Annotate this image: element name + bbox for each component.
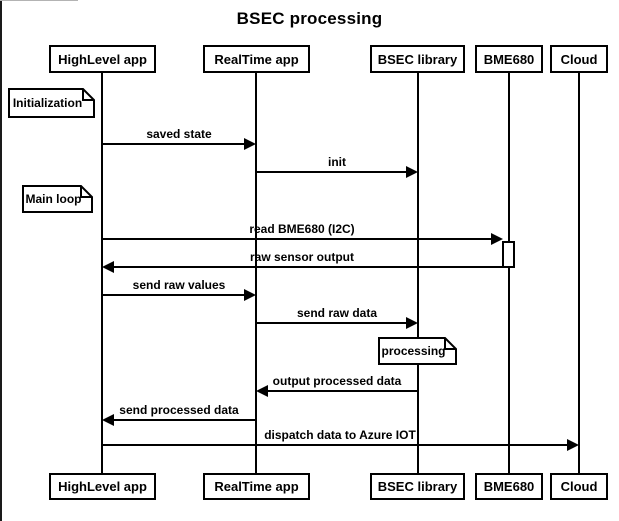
arrowhead-left-icon	[102, 414, 114, 426]
message-label: output processed data	[272, 374, 402, 388]
lifeline-bsec-library	[417, 73, 419, 473]
message-label: send processed data	[119, 403, 239, 417]
lifeline-bme680	[508, 73, 510, 473]
top-border-artifact	[0, 0, 78, 1]
activation-bar-bme680	[502, 241, 515, 268]
arrowhead-left-icon	[256, 385, 268, 397]
message-line	[104, 266, 503, 268]
note-shape	[22, 185, 93, 213]
participant-label: RealTime app	[214, 51, 299, 67]
message-line	[258, 390, 418, 392]
message-line	[102, 294, 254, 296]
participant-label: RealTime app	[214, 479, 299, 494]
note-label: processing	[381, 344, 446, 358]
message-line	[104, 419, 256, 421]
arrowhead-right-icon	[567, 439, 579, 451]
arrowhead-right-icon	[244, 289, 256, 301]
message-label: init	[328, 155, 346, 169]
participant-top-highlevel-app: HighLevel app	[49, 45, 156, 73]
arrowhead-right-icon	[244, 138, 256, 150]
lifeline-cloud	[578, 73, 580, 473]
arrowhead-right-icon	[406, 317, 418, 329]
diagram-title: BSEC processing	[236, 9, 383, 28]
participant-label: HighLevel app	[58, 479, 147, 494]
arrowhead-left-icon	[102, 261, 114, 273]
participant-label: Cloud	[560, 51, 598, 67]
lifeline-highlevel-app	[101, 73, 103, 473]
note-processing: processing	[378, 337, 457, 365]
participant-label: BSEC library	[377, 51, 458, 67]
note-shape	[8, 88, 95, 118]
note-initialization: Initialization	[8, 88, 95, 118]
participant-bottom-bme680: BME680	[475, 473, 543, 500]
participant-top-bsec-library: BSEC library	[370, 45, 465, 73]
note-label: Main loop	[25, 192, 82, 206]
message-label: read BME680 (I2C)	[249, 222, 355, 236]
participant-top-realtime-app: RealTime app	[203, 45, 310, 73]
message-line	[256, 171, 416, 173]
arrowhead-right-icon	[491, 233, 503, 245]
note-label: Initialization	[12, 96, 83, 110]
participant-label: BSEC library	[377, 479, 458, 494]
message-label: dispatch data to Azure IOT	[264, 428, 416, 442]
participant-label: Cloud	[560, 479, 598, 494]
message-line	[102, 444, 577, 446]
participant-label: HighLevel app	[58, 51, 147, 67]
participant-top-bme680: BME680	[475, 45, 543, 73]
participant-top-cloud: Cloud	[550, 45, 608, 73]
message-label: saved state	[146, 127, 212, 141]
note-shape	[378, 337, 457, 365]
left-border-artifact	[0, 0, 2, 521]
participant-label: BME680	[483, 51, 535, 67]
arrowhead-right-icon	[406, 166, 418, 178]
message-line	[102, 143, 254, 145]
message-label: send raw data	[296, 306, 378, 320]
message-label: raw sensor output	[249, 250, 354, 264]
participant-bottom-cloud: Cloud	[550, 473, 608, 500]
lifeline-realtime-app	[255, 73, 257, 473]
note-main-loop: Main loop	[22, 185, 93, 213]
message-label: send raw values	[132, 278, 226, 292]
message-line	[102, 238, 501, 240]
message-line	[256, 322, 416, 324]
participant-bottom-realtime-app: RealTime app	[203, 473, 310, 500]
participant-bottom-highlevel-app: HighLevel app	[49, 473, 156, 500]
participant-label: BME680	[483, 479, 535, 494]
participant-bottom-bsec-library: BSEC library	[370, 473, 465, 500]
